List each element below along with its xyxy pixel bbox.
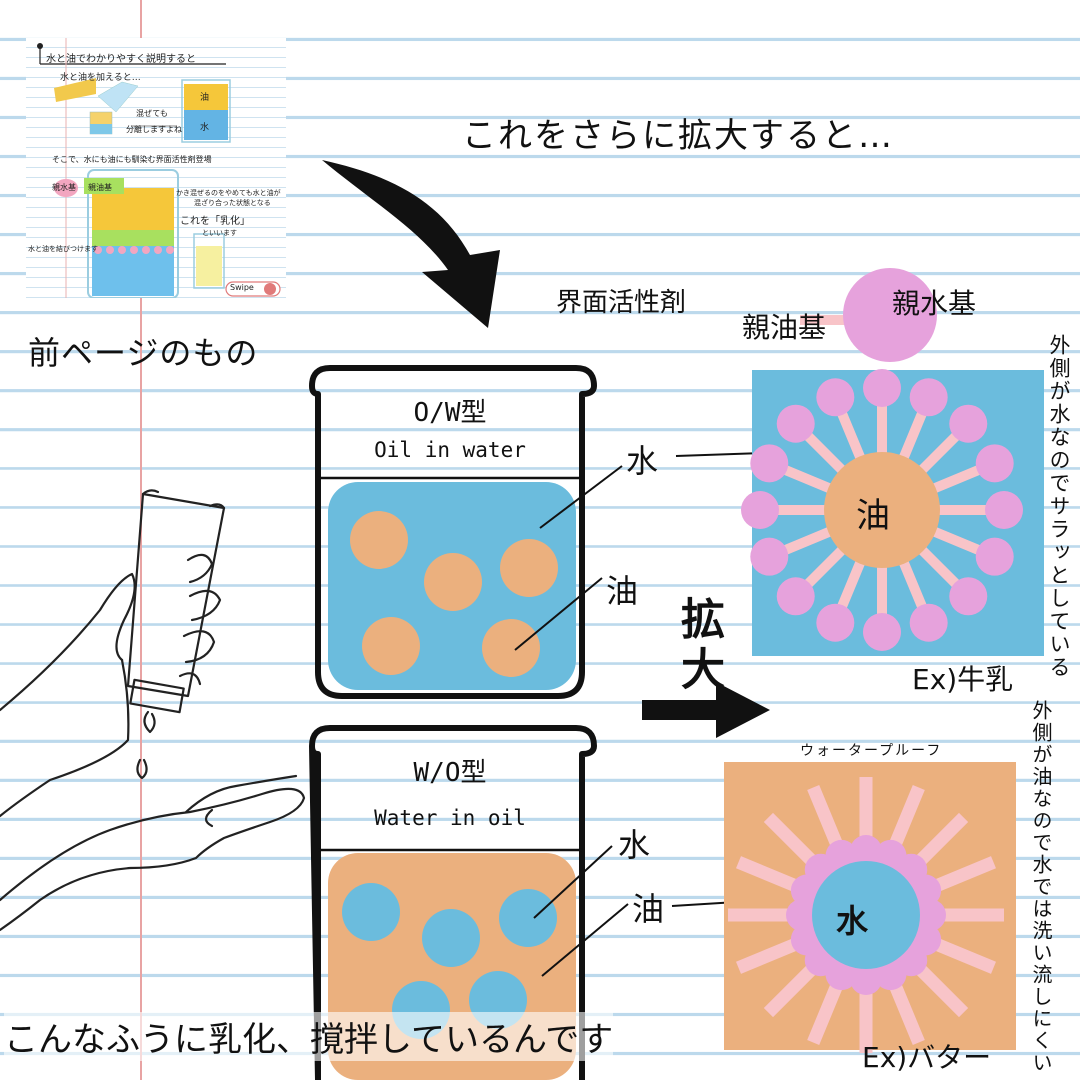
ow-beaker — [309, 365, 597, 699]
surfactant-head — [863, 613, 901, 651]
thumbnail-oil: 油 — [200, 93, 210, 103]
thumbnail-connect: 水と油を結びつけます — [28, 245, 98, 253]
butter-note: 外側が油なので水では洗い流しにくい — [1029, 700, 1053, 1074]
surfactant-head — [975, 444, 1014, 483]
water-droplet — [812, 861, 920, 969]
milk-micelle — [741, 369, 1023, 651]
thumbnail-swipe: Swipe — [230, 283, 254, 292]
surfactant-tail — [776, 526, 834, 558]
surfactant-tail — [834, 558, 866, 616]
surfactant-head — [843, 268, 937, 362]
milk-center-label: 油 — [856, 496, 890, 536]
butter-center-label: 水 — [836, 902, 869, 940]
thumbnail-water: 水 — [200, 123, 210, 133]
previous-page-label: 前ページのもの — [28, 334, 259, 372]
thumbnail-mix-note-2: 分離しますよね — [126, 125, 182, 134]
surfactant-head — [741, 491, 779, 529]
previous-page-thumbnail[interactable]: 水と油でわかりやすく説明すると 水と油を加えると… 混ぜても 分離しますよね 油… — [26, 38, 286, 298]
surfactant-title: 界面活性剤 — [556, 288, 687, 318]
hand-tube-illustration — [0, 489, 306, 932]
surfactant-tail — [776, 462, 834, 494]
surfactant-head — [985, 491, 1023, 529]
surfactant-head — [816, 378, 855, 417]
thumbnail-line1: 水と油を加えると… — [60, 73, 141, 83]
milk-example: Ex)牛乳 — [912, 663, 1014, 696]
enlarge-label: 拡大 — [673, 596, 724, 696]
thumbnail-desc1: かき混ぜるのをやめても水と油が — [176, 189, 281, 197]
thumbnail-emulsify2: といいます — [202, 229, 237, 237]
thumbnail-lipophilic: 親油基 — [88, 183, 112, 192]
butter-example: Ex)バター — [862, 1041, 992, 1074]
surfactant-head — [975, 537, 1014, 576]
surfactant-tail — [834, 404, 866, 462]
thumbnail-title: 水と油でわかりやすく説明すると — [46, 54, 196, 65]
milk-note: 外側が水なのでサラッとしている — [1047, 334, 1071, 679]
surfactant-head — [863, 369, 901, 407]
surfactant-head — [850, 963, 882, 995]
surfactant-head — [909, 603, 948, 642]
surfactant-head — [949, 404, 988, 443]
wo-oil-label: 油 — [632, 890, 665, 928]
thumbnail-mix-note-1: 混ぜても — [136, 109, 168, 118]
surfactant-head — [750, 444, 789, 483]
surfactant-tail — [917, 427, 965, 475]
notebook-margin-line — [140, 0, 142, 1080]
wo-title: W/O型 — [413, 758, 487, 788]
thumbnail-desc2: 混ざり合った状態となる — [194, 199, 271, 207]
wo-subtitle: Water in oil — [374, 806, 526, 830]
ow-subtitle: Oil in water — [374, 438, 526, 462]
surfactant-head — [850, 835, 882, 867]
ow-oil-label: 油 — [606, 572, 639, 610]
wo-water-label: 水 — [618, 826, 651, 864]
butter-micelle — [728, 777, 1004, 1053]
surfactant-hydrophilic-label: 親水基 — [892, 287, 977, 320]
surfactant-tail — [930, 462, 988, 494]
surfactant-tail — [917, 545, 965, 593]
curved-arrow-icon — [322, 160, 500, 328]
oil-droplet — [824, 452, 940, 568]
thumbnail-illustration — [37, 38, 281, 298]
surfactant-head — [816, 603, 855, 642]
thumbnail-line2: そこで、水にも油にも馴染む界面活性剤登場 — [52, 155, 212, 164]
heading: これをさらに拡大すると… — [462, 116, 894, 156]
surfactant-head — [949, 577, 988, 616]
surfactant-tail — [898, 558, 930, 616]
surfactant-head — [750, 537, 789, 576]
thumbnail-emulsify: これを「乳化」 — [180, 216, 250, 227]
surfactant-tail — [930, 526, 988, 558]
bottom-caption: こんなふうに乳化、撹拌しているんです — [4, 1012, 614, 1061]
surfactant-head — [909, 378, 948, 417]
enlarge-arrow-icon — [642, 700, 720, 720]
ow-title: O/W型 — [413, 398, 487, 428]
surfactant-head — [786, 899, 818, 931]
surfactant-head — [914, 899, 946, 931]
surfactant-tail — [799, 427, 847, 475]
surfactant-head — [776, 404, 815, 443]
surfactant-tail — [898, 404, 930, 462]
surfactant-lipophilic-label: 親油基 — [742, 311, 827, 344]
surfactant-tail — [800, 315, 860, 325]
surfactant-tail — [799, 545, 847, 593]
ow-water-label: 水 — [626, 442, 659, 480]
surfactant-head — [776, 577, 815, 616]
butter-header: ウォータープルーフ — [800, 743, 943, 759]
thumbnail-hydrophilic: 親水基 — [52, 183, 76, 192]
